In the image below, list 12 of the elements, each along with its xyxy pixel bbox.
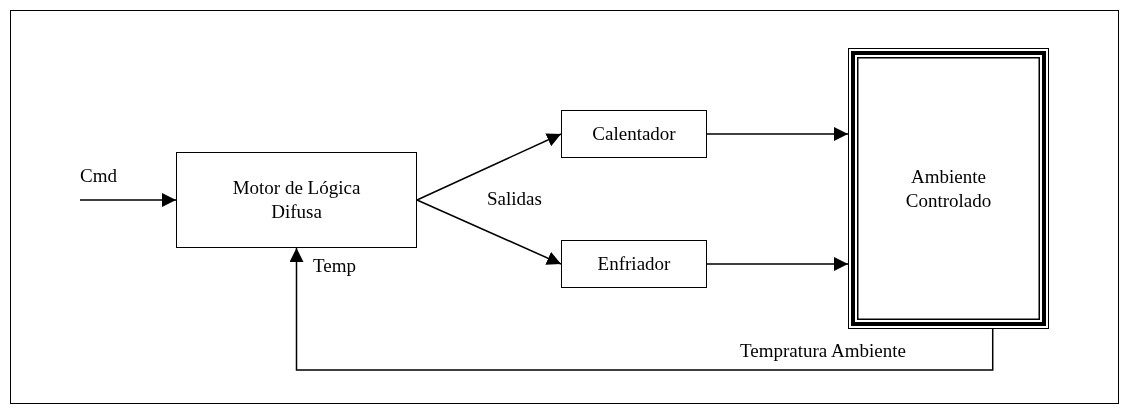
arrow [289,247,994,371]
process-box: Enfriador [561,240,707,288]
arrow [79,193,177,207]
arrow [706,127,849,141]
process-box: Motor de Lógica Difusa [176,152,417,248]
signal-label: Temp [313,255,356,277]
process-box: Calentador [561,110,707,158]
arrow [416,133,562,201]
plant-box: Ambiente Controlado [848,48,1049,329]
arrow [416,199,562,265]
arrow [706,257,849,271]
signal-label: Salidas [487,188,542,210]
